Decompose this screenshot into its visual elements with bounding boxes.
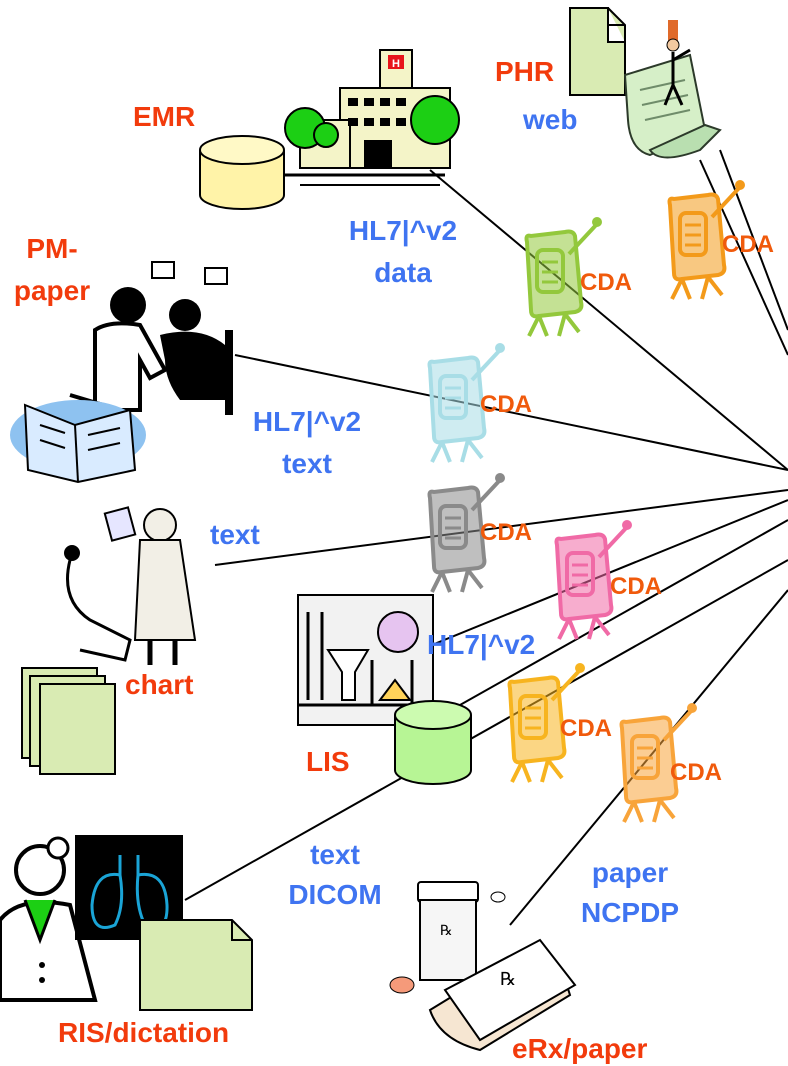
prescription-icon: ℞ ℞ <box>389 881 577 1052</box>
format-erx: paper NCPDP <box>560 856 700 930</box>
database-icon <box>199 135 285 210</box>
cda-label-lis: CDA <box>560 715 612 742</box>
cda-document-icon <box>507 663 585 783</box>
cda-document-icon <box>427 473 505 593</box>
line-chart <box>214 489 788 566</box>
label-lis: LIS <box>306 746 350 777</box>
label-chart: chart <box>125 669 194 700</box>
format-phr-web: web <box>523 104 578 135</box>
cda-document-icon <box>427 343 505 463</box>
cda-document-icon <box>619 703 697 823</box>
cda-document-icon <box>524 217 602 337</box>
label-pm-line2: paper <box>13 275 91 306</box>
doctor-patient-icon <box>69 261 233 440</box>
format-pm: HL7|^v2 text <box>232 405 382 481</box>
label-emr: EMR <box>133 101 196 132</box>
format-lis-hl7: HL7|^v2 <box>427 629 536 660</box>
document-icon <box>139 919 253 1011</box>
format-chart-text: text <box>210 519 260 550</box>
label-erx: eRx/paper <box>512 1033 648 1064</box>
database-icon <box>394 700 472 785</box>
cda-document-icon <box>554 520 632 640</box>
cda-documents <box>427 180 745 823</box>
line-phr <box>699 159 788 356</box>
label-pm-line1: PM- <box>26 233 78 264</box>
format-pm-line1: HL7|^v2 <box>252 406 362 437</box>
cda-label-chart: CDA <box>480 519 532 546</box>
cda-label-erx: CDA <box>670 759 722 786</box>
cda-label-pm: CDA <box>480 391 532 418</box>
hospital-icon: H <box>284 49 460 186</box>
dentist-icon <box>64 506 197 665</box>
person-with-scroll-icon <box>623 20 722 159</box>
open-book-icon <box>10 400 146 484</box>
lab-equipment-icon <box>297 594 434 726</box>
document-icon <box>569 7 626 96</box>
line-phr-2 <box>719 149 788 331</box>
format-ris: text DICOM <box>265 838 405 912</box>
radiologist-icon <box>0 836 98 1002</box>
line-lis-db <box>459 519 788 706</box>
line-ris <box>184 559 788 901</box>
format-ris-line2: DICOM <box>288 879 382 910</box>
format-erx-line2: NCPDP <box>580 897 679 928</box>
format-emr: HL7|^v2 data <box>328 214 478 290</box>
cda-label-pink: CDA <box>610 573 662 600</box>
cda-label-phr: CDA <box>722 231 774 258</box>
line-pm <box>234 354 788 471</box>
label-ris: RIS/dictation <box>58 1017 230 1048</box>
line-emr <box>429 169 788 471</box>
svg-text:℞: ℞ <box>440 924 453 939</box>
format-emr-line1: HL7|^v2 <box>348 215 458 246</box>
folder-stack-icon <box>21 667 116 775</box>
label-pm: PM- paper <box>0 232 104 308</box>
svg-text:℞: ℞ <box>500 969 516 989</box>
label-phr: PHR <box>495 56 555 87</box>
cda-label-emr: CDA <box>580 269 632 296</box>
format-pm-line2: text <box>282 448 332 479</box>
cda-document-icon <box>667 180 745 300</box>
format-ris-line1: text <box>310 839 360 870</box>
format-erx-line1: paper <box>591 857 669 888</box>
format-emr-line2: data <box>374 257 432 288</box>
svg-text:H: H <box>392 58 400 70</box>
